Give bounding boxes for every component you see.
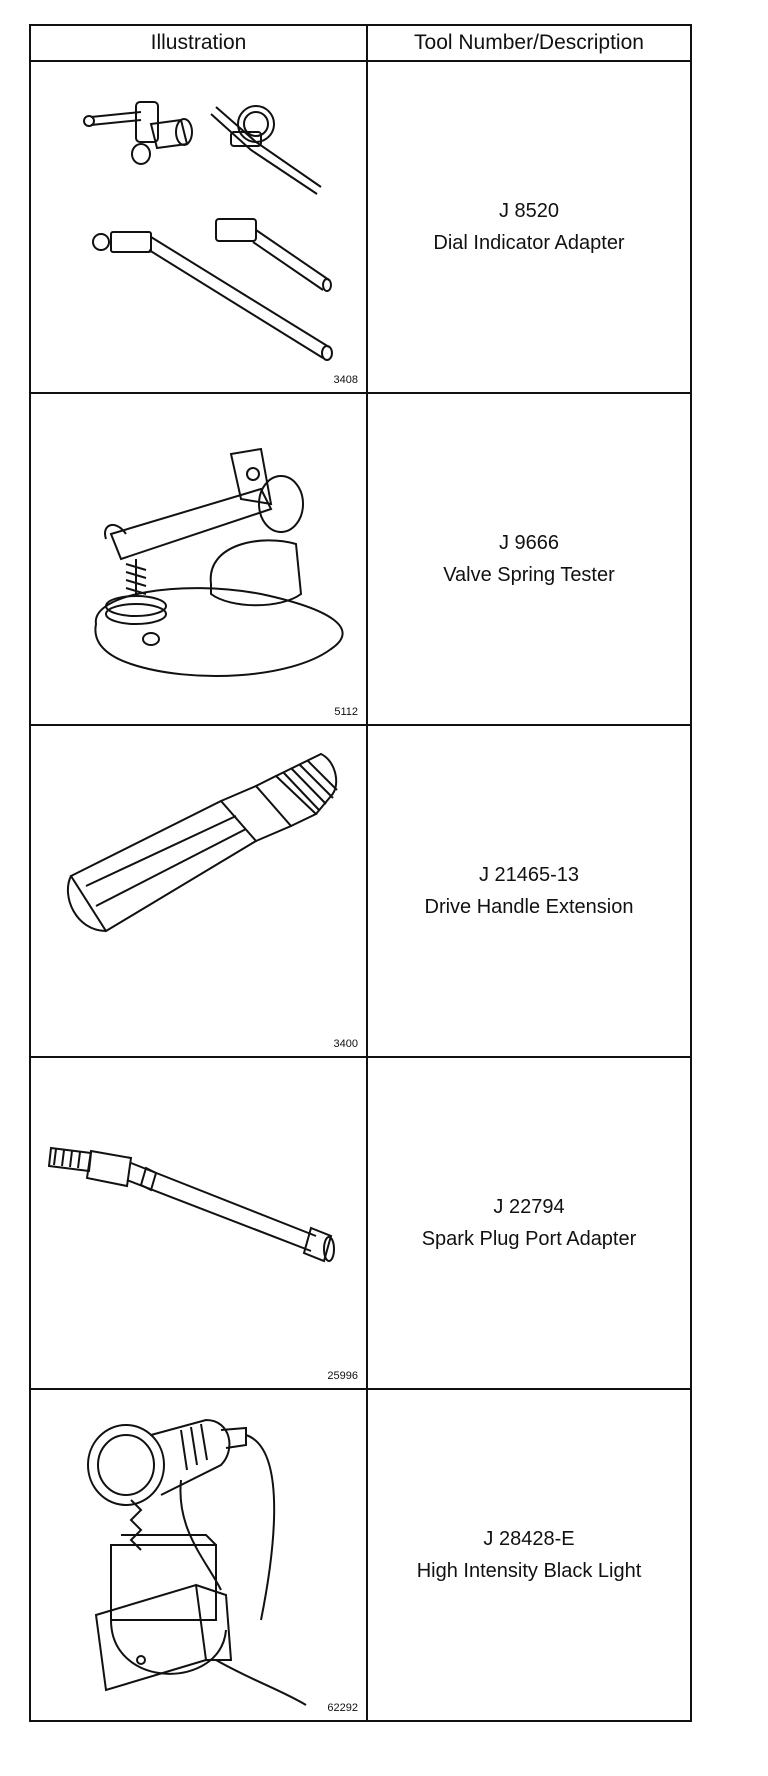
figure-number: 3408 <box>333 374 358 386</box>
dial-indicator-adapter-icon <box>83 101 333 361</box>
black-light-icon <box>87 1418 307 1706</box>
table-row: 3408 J 8520 Dial Indicator Adapter <box>29 60 692 394</box>
figure-number: 5112 <box>334 706 358 718</box>
tool-number: J 8520 <box>498 200 560 222</box>
tool-description: Spark Plug Port Adapter <box>421 1228 637 1250</box>
description-cell: J 22794 Spark Plug Port Adapter <box>366 1056 692 1390</box>
tool-description: Dial Indicator Adapter <box>433 232 625 254</box>
illustration-cell: 25996 <box>29 1056 368 1390</box>
tool-number: J 9666 <box>498 532 560 554</box>
illustration-cell: 3408 <box>29 60 368 394</box>
tool-description: Valve Spring Tester <box>443 564 615 586</box>
tool-number: J 21465-13 <box>478 864 580 886</box>
description-cell: J 21465-13 Drive Handle Extension <box>366 724 692 1058</box>
table-row: 5112 J 9666 Valve Spring Tester <box>29 392 692 726</box>
tool-table: Illustration Tool Number/Description <box>29 24 692 1722</box>
description-cell: J 8520 Dial Indicator Adapter <box>366 60 692 394</box>
figure-number: 25996 <box>327 1370 358 1382</box>
tool-description: High Intensity Black Light <box>416 1560 642 1582</box>
illustration-cell: 5112 <box>29 392 368 726</box>
valve-spring-tester-icon <box>94 447 344 677</box>
tool-description: Drive Handle Extension <box>424 896 634 918</box>
tool-number: J 22794 <box>493 1196 565 1218</box>
drive-handle-extension-icon <box>66 752 338 933</box>
figure-number: 62292 <box>327 1702 358 1714</box>
spark-plug-port-adapter-icon <box>47 1146 335 1263</box>
tool-number: J 28428-E <box>483 1528 575 1550</box>
table-row: 62292 J 28428-E High Intensity Black Lig… <box>29 1388 692 1722</box>
header-row: Illustration Tool Number/Description <box>29 24 692 62</box>
figure-number: 3400 <box>333 1038 358 1050</box>
description-cell: J 28428-E High Intensity Black Light <box>366 1388 692 1722</box>
illustration-cell: 62292 <box>29 1388 368 1722</box>
header-illustration: Illustration <box>29 24 368 62</box>
description-cell: J 9666 Valve Spring Tester <box>366 392 692 726</box>
illustration-cell: 3400 <box>29 724 368 1058</box>
table-row: 3400 J 21465-13 Drive Handle Extension <box>29 724 692 1058</box>
table-row: 25996 J 22794 Spark Plug Port Adapter <box>29 1056 692 1390</box>
header-description: Tool Number/Description <box>366 24 692 62</box>
